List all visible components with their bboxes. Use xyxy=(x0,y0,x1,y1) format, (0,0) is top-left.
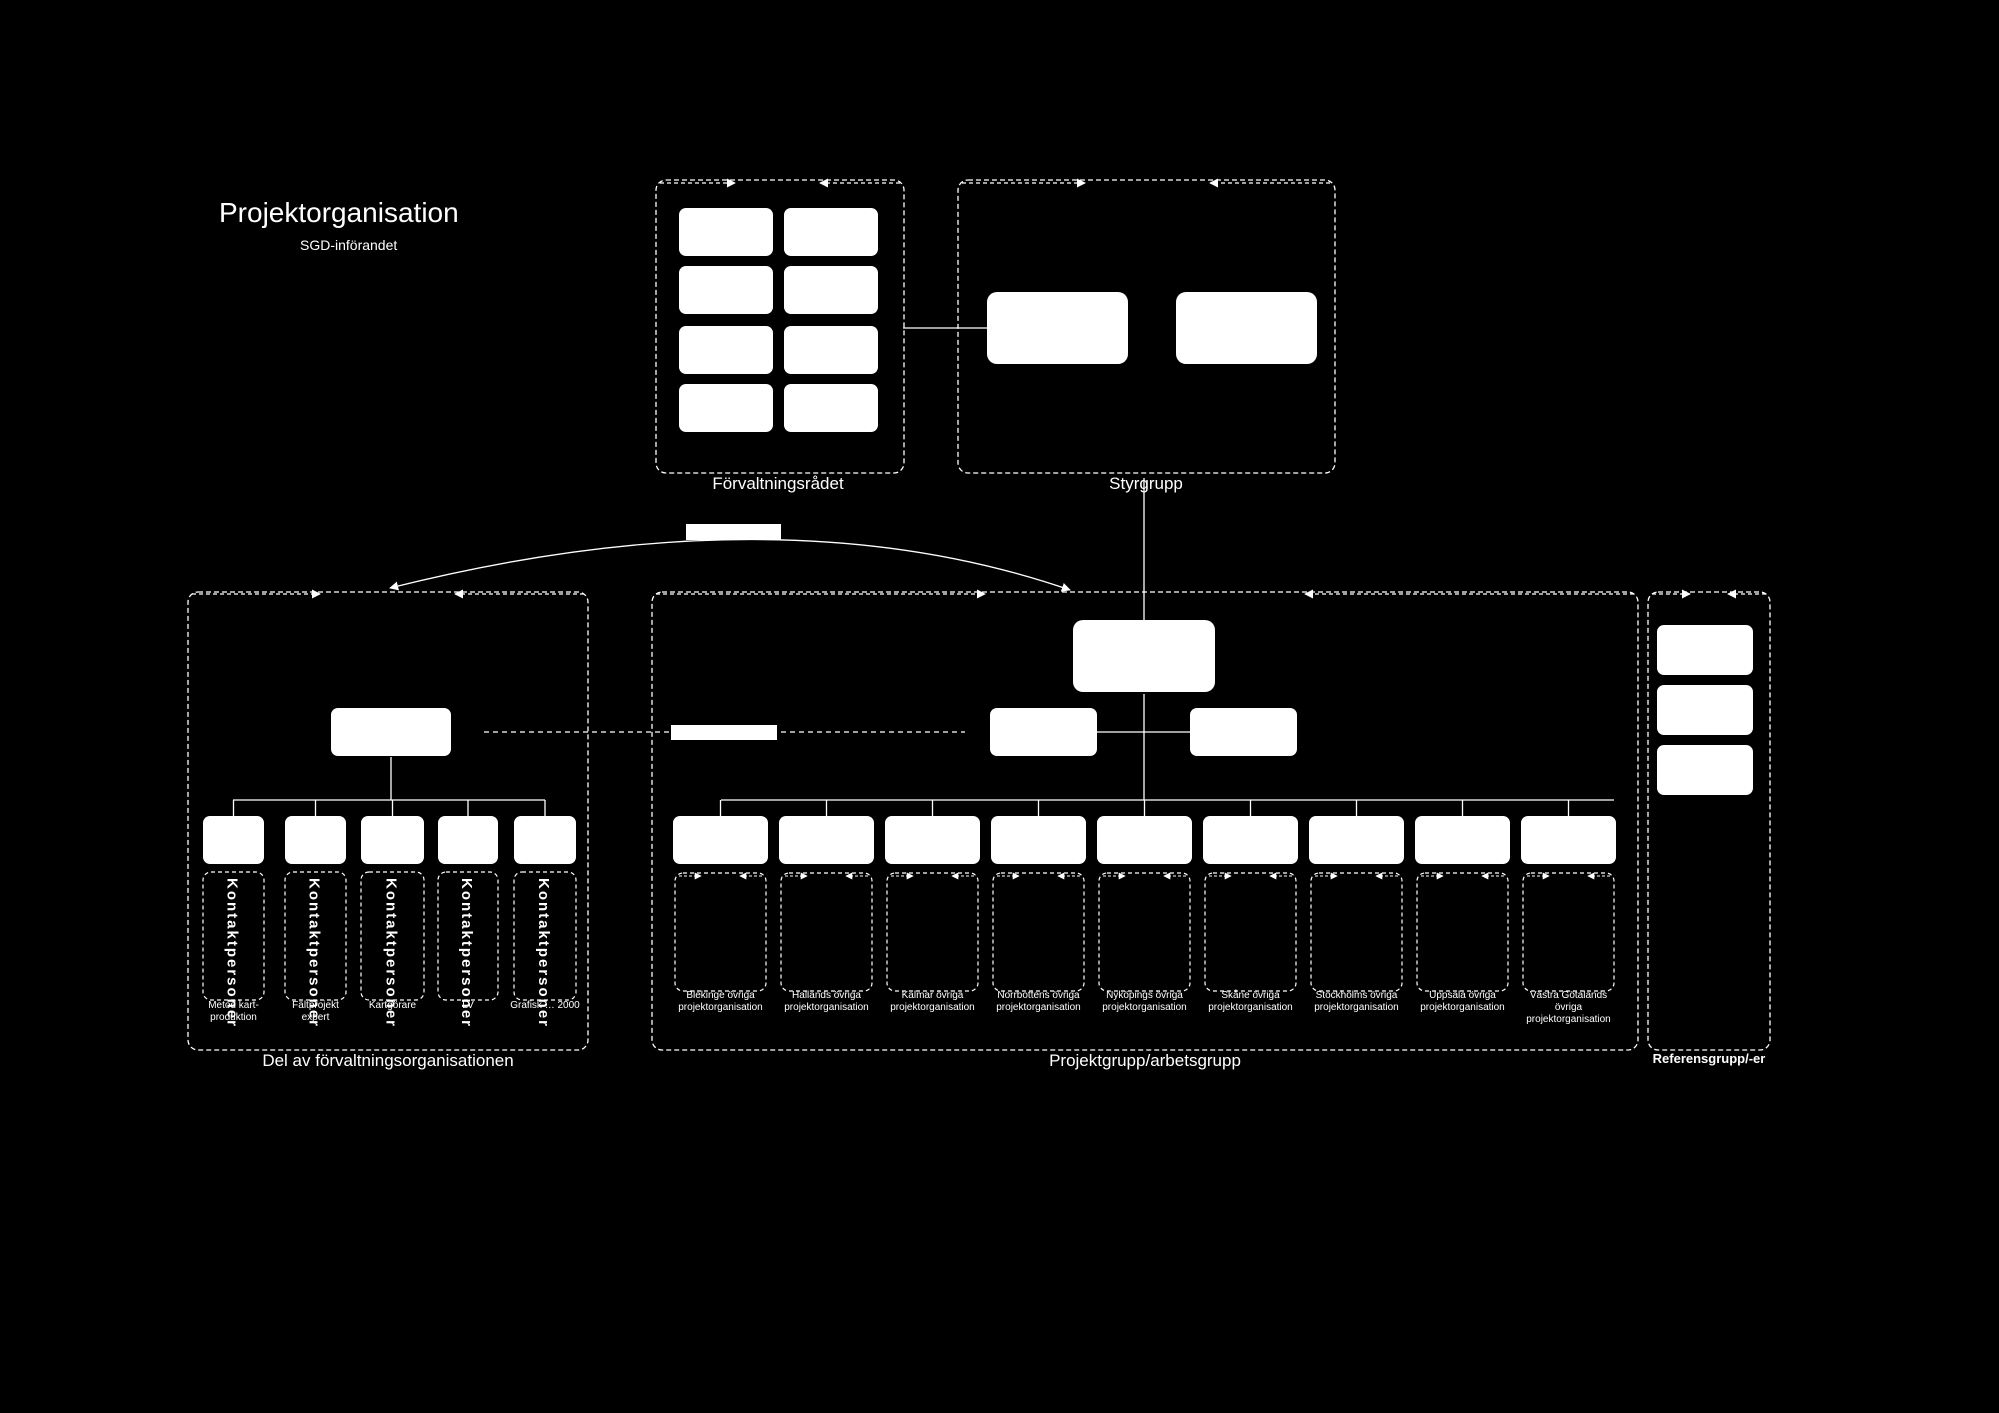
page-title: Projektorganisation xyxy=(219,197,459,228)
projektgrupp-frame xyxy=(651,591,1639,1051)
project-column-caption: Skåne övriga projektorganisation xyxy=(1208,990,1293,1013)
arrow-label-bar xyxy=(686,524,781,540)
project-frame xyxy=(1204,872,1297,992)
kontakt-frame xyxy=(513,871,577,1001)
project-head-box xyxy=(779,816,874,864)
member-box xyxy=(784,208,878,256)
project-lead-box xyxy=(1073,620,1215,692)
kontakt-frame xyxy=(202,871,265,1001)
kontakt-vertical-label: Kontaktpersoner xyxy=(305,878,323,1029)
kontakt-head-box xyxy=(203,816,264,864)
project-frame xyxy=(1416,872,1509,992)
kontakt-column-caption: Fältprojekt expert xyxy=(292,1000,339,1023)
project-frame xyxy=(992,872,1085,992)
project-head-box xyxy=(1415,816,1510,864)
reference-box xyxy=(1657,625,1753,675)
project-head-box xyxy=(1097,816,1192,864)
kontakt-vertical-label: Kontaktpersoner xyxy=(535,878,552,1029)
project-frame xyxy=(1310,872,1403,992)
project-column-caption: Norrbottens övriga projektorganisation xyxy=(996,990,1081,1013)
forvaltningsradet-caption: Förvaltningsrådet xyxy=(712,474,844,493)
kontakt-column-caption: Kartgörare xyxy=(368,1000,417,1011)
project-head-box xyxy=(1521,816,1616,864)
kontakt-frame xyxy=(360,871,425,1001)
kontakt-vertical-label: Kontaktpersoner xyxy=(458,878,475,1029)
styrgrupp-frame xyxy=(957,179,1336,474)
member-box xyxy=(784,266,878,314)
kontakt-column-caption: Metod kart-produktion xyxy=(208,1000,259,1023)
kontakt-head-box xyxy=(438,816,498,864)
referensgrupp-frame xyxy=(1647,591,1771,1051)
member-box xyxy=(784,326,878,374)
member-box xyxy=(679,208,773,256)
project-column-caption: Uppsala övriga projektorganisation xyxy=(1420,990,1505,1013)
project-frame xyxy=(1098,872,1191,992)
del-av-forvaltning-caption: Del av förvaltningsorganisationen xyxy=(262,1051,514,1070)
referensgrupp-caption: Referensgrupp/-er xyxy=(1652,1051,1766,1066)
styrgrupp-member-box xyxy=(987,292,1128,364)
project-column-caption: Hallands övriga projektorganisation xyxy=(784,990,869,1013)
kontakt-head-box xyxy=(361,816,424,864)
reference-box xyxy=(1657,685,1753,735)
kontakt-vertical-label: Kontaktpersoner xyxy=(223,878,241,1029)
project-head-box xyxy=(673,816,768,864)
project-head-box xyxy=(1203,816,1298,864)
project-head-box xyxy=(1309,816,1404,864)
projektgrupp-caption: Projektgrupp/arbetsgrupp xyxy=(1049,1051,1241,1070)
forvaltningsradet-members xyxy=(679,208,878,432)
kontakt-column-caption: LV xyxy=(462,1000,474,1011)
project-column-caption: Kalmar övriga projektorganisation xyxy=(890,990,975,1013)
forvaltning-lead-box xyxy=(331,708,451,756)
connector-label-bar xyxy=(671,725,777,740)
project-frame xyxy=(886,872,979,992)
member-box xyxy=(784,384,878,432)
forvaltningsradet-frame xyxy=(655,179,905,474)
kontakt-vertical-label: Kontaktpersoner xyxy=(382,878,400,1029)
kontakt-frame xyxy=(437,871,499,1001)
project-head-box xyxy=(885,816,980,864)
styrgrupp-caption: Styrgrupp xyxy=(1109,474,1183,493)
kontakt-head-box xyxy=(285,816,346,864)
project-frame xyxy=(1522,872,1615,992)
project-frame xyxy=(780,872,873,992)
member-box xyxy=(679,326,773,374)
project-column-caption: Stockholms övriga projektorganisation xyxy=(1314,990,1399,1013)
kontakt-head-box xyxy=(514,816,576,864)
project-column-caption: Nyköpings övriga projektorganisation xyxy=(1102,990,1187,1013)
kontakt-column-caption: Grafisk … 2000 xyxy=(510,1000,580,1011)
project-column-caption: Blekinge övriga projektorganisation xyxy=(678,990,763,1013)
project-head-box xyxy=(991,816,1086,864)
project-frame xyxy=(674,872,767,992)
styrgrupp-member-box xyxy=(1176,292,1317,364)
project-column-caption: Västra Götalands övriga projektorganisat… xyxy=(1526,990,1611,1025)
project-sub-box xyxy=(990,708,1097,756)
project-sub-box xyxy=(1190,708,1297,756)
member-box xyxy=(679,266,773,314)
member-box xyxy=(679,384,773,432)
kontakt-frame xyxy=(284,871,347,1001)
page-subtitle: SGD-införandet xyxy=(300,237,398,253)
reference-box xyxy=(1657,745,1753,795)
